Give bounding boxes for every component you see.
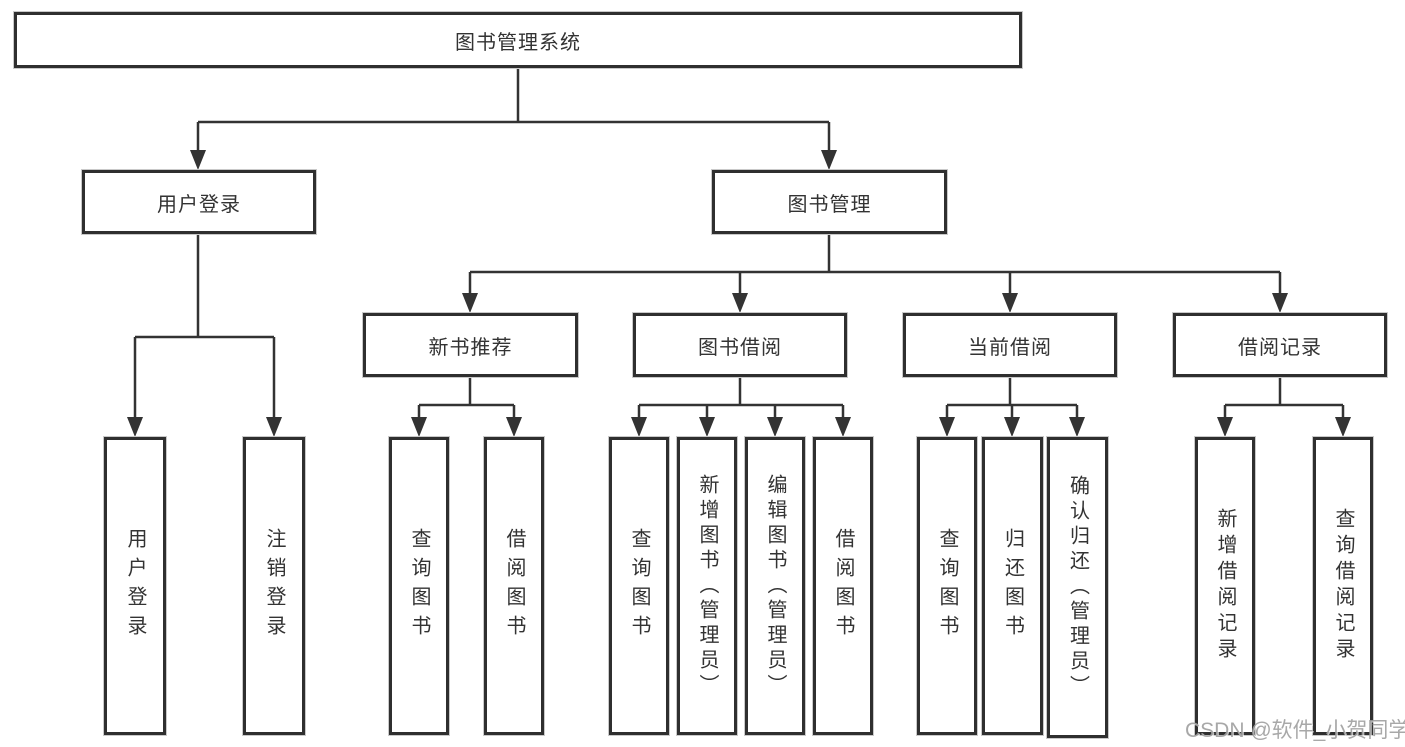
leaf-edit-book-admin: 编辑图书（管理员） [745, 437, 805, 735]
leaf-borrow-book-label: 借阅图书 [832, 528, 854, 644]
leaf-query-book-recommend-label: 查询图书 [408, 528, 430, 644]
leaf-borrow-book-recommend: 借阅图书 [484, 437, 544, 735]
node-borrow-record: 借阅记录 [1173, 313, 1387, 377]
leaf-query-book-recommend: 查询图书 [389, 437, 449, 735]
connector-book-mgmt-children [468, 233, 1282, 297]
node-new-book-recommend: 新书推荐 [363, 313, 578, 377]
connector-new-book-children [417, 377, 516, 421]
node-new-book-recommend-label: 新书推荐 [428, 336, 513, 359]
leaf-confirm-return-admin-label: 确认归还（管理员） [1066, 475, 1089, 700]
leaf-query-book-borrow: 查询图书 [609, 437, 669, 735]
node-root-label: 图书管理系统 [455, 31, 581, 54]
node-book-management: 图书管理 [712, 170, 947, 234]
leaf-return-book-label: 归还图书 [1001, 528, 1024, 644]
leaf-query-book-borrow-label: 查询图书 [628, 528, 650, 644]
leaf-add-borrow-record-label: 新增借阅记录 [1214, 508, 1236, 664]
connector-borrow-record-children [1223, 377, 1345, 421]
leaf-user-login-label: 用户登录 [124, 528, 146, 644]
leaf-add-borrow-record: 新增借阅记录 [1195, 437, 1255, 735]
leaf-add-book-admin-label: 新增图书（管理员） [696, 473, 718, 699]
connector-book-borrow-children [637, 377, 845, 421]
node-current-borrow-label: 当前借阅 [968, 336, 1052, 359]
node-book-borrow: 图书借阅 [633, 313, 847, 377]
leaf-confirm-return-admin: 确认归还（管理员） [1047, 437, 1108, 738]
leaf-query-book-current-label: 查询图书 [936, 528, 958, 644]
node-book-management-label: 图书管理 [787, 193, 872, 216]
leaf-query-book-current: 查询图书 [917, 437, 977, 735]
leaf-query-borrow-record-label: 查询借阅记录 [1332, 508, 1354, 664]
leaf-user-login: 用户登录 [104, 437, 166, 735]
leaf-query-borrow-record: 查询借阅记录 [1313, 437, 1373, 735]
leaf-return-book: 归还图书 [982, 437, 1043, 735]
connector-root-to-level2 [196, 68, 831, 154]
leaf-edit-book-admin-label: 编辑图书（管理员） [764, 473, 786, 699]
node-current-borrow: 当前借阅 [903, 313, 1117, 377]
node-user-login-label: 用户登录 [157, 193, 241, 216]
connector-user-login-children [133, 233, 276, 421]
leaf-logout: 注销登录 [243, 437, 305, 735]
watermark: CSDN @软件_小贺同学 [1185, 719, 1405, 742]
leaf-borrow-book-recommend-label: 借阅图书 [503, 528, 525, 644]
node-user-login: 用户登录 [82, 170, 316, 234]
arrowheads [127, 150, 1351, 437]
node-root-system: 图书管理系统 [14, 12, 1022, 68]
node-borrow-record-label: 借阅记录 [1238, 336, 1322, 359]
leaf-borrow-book: 借阅图书 [813, 437, 873, 735]
node-book-borrow-label: 图书借阅 [698, 336, 782, 359]
leaf-add-book-admin: 新增图书（管理员） [677, 437, 737, 735]
connector-current-borrow-children [945, 377, 1079, 421]
leaf-logout-label: 注销登录 [263, 528, 285, 644]
